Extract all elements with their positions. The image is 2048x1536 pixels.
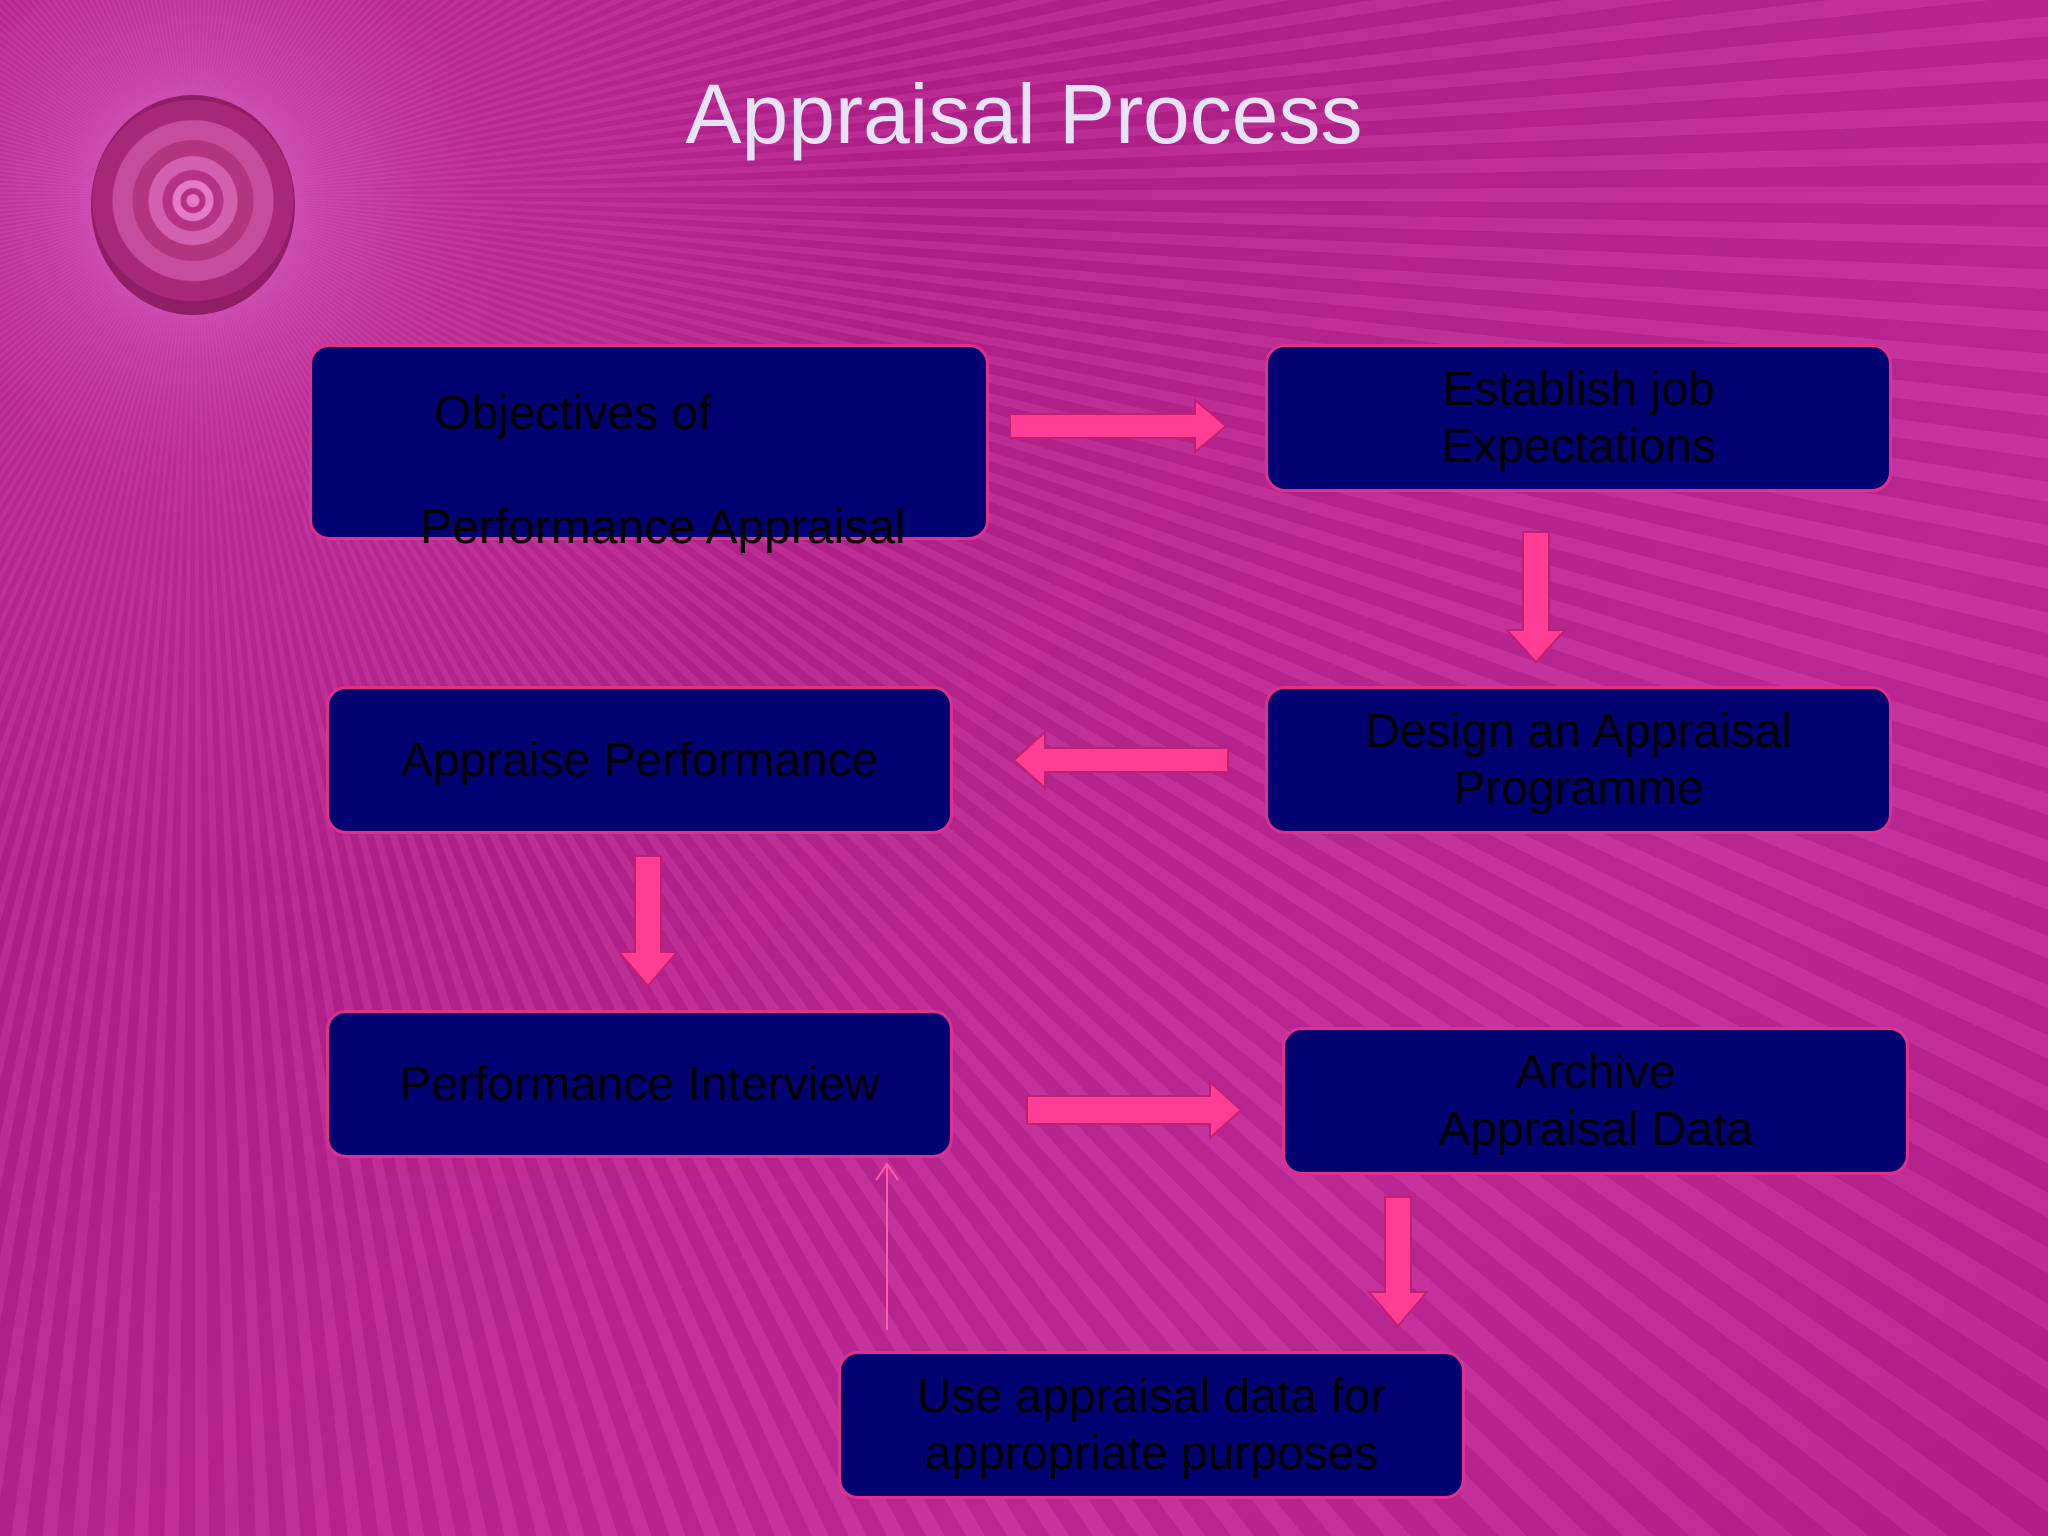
- arrow-appraise-to-interview: [616, 855, 680, 988]
- node-interview-label: Performance Interview: [399, 1057, 880, 1111]
- node-objectives-line2: Performance Appraisal: [420, 501, 906, 554]
- node-design-label: Design an Appraisal Programme: [1365, 705, 1792, 815]
- node-appraise-label: Appraise Performance: [400, 733, 879, 787]
- decorative-orb: [91, 95, 295, 315]
- arrow-design-to-appraise: [1012, 729, 1229, 791]
- node-archive-data: Archive Appraisal Data: [1282, 1027, 1909, 1175]
- arrow-establish-to-design: [1504, 531, 1568, 664]
- node-appraise-performance: Appraise Performance: [326, 686, 953, 834]
- node-objectives: Objectives of Performance Appraisal: [309, 344, 989, 554]
- arrow-archive-to-use: [1366, 1196, 1430, 1328]
- node-objectives-text: Objectives of Performance Appraisal: [420, 328, 906, 556]
- node-objectives-line1: Objectives of: [434, 387, 712, 440]
- node-establish-label: Establish job Expectations: [1441, 363, 1716, 473]
- arrow-interview-to-archive: [1026, 1079, 1243, 1141]
- node-use-appraisal-data: Use appraisal data for appropriate purpo…: [838, 1351, 1465, 1499]
- slide-title: Appraisal Process: [685, 67, 1363, 161]
- arrow-use-to-interview-head: [875, 1162, 899, 1181]
- node-use-label: Use appraisal data for appropriate purpo…: [916, 1370, 1387, 1480]
- node-establish-expectations: Establish job Expectations: [1265, 344, 1892, 492]
- arrow-objectives-to-establish: [1009, 397, 1228, 455]
- node-archive-label: Archive Appraisal Data: [1438, 1046, 1753, 1156]
- node-performance-interview: Performance Interview: [326, 1010, 953, 1158]
- node-design-programme: Design an Appraisal Programme: [1265, 686, 1892, 834]
